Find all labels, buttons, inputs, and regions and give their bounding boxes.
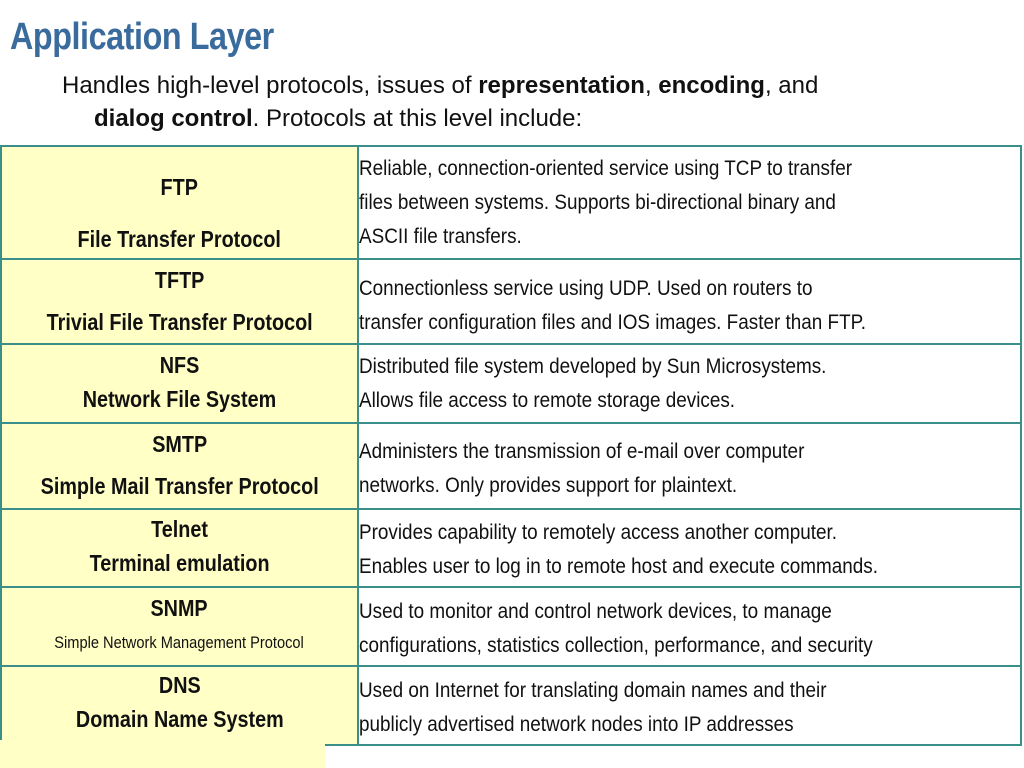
protocol-abbr: DNS	[158, 672, 201, 698]
protocol-desc-cell: Provides capability to remotely access a…	[357, 508, 1022, 588]
protocol-abbr: FTP	[160, 174, 199, 200]
protocol-desc-line: Administers the transmission of e-mail o…	[359, 440, 805, 463]
protocol-desc-line: configurations, statistics collection, p…	[359, 634, 873, 657]
protocol-name-block: DNS Domain Name System	[76, 670, 284, 734]
protocol-full-name: Domain Name System	[75, 706, 284, 732]
protocol-abbr: Telnet	[151, 516, 208, 542]
intro-part2: . Protocols at this level include:	[252, 105, 583, 132]
protocol-name-cell: TFTP Trivial File Transfer Protocol	[0, 258, 359, 345]
protocol-full-name: Simple Network Management Protocol	[54, 633, 305, 652]
protocol-name-block: FTP File Transfer Protocol	[78, 172, 281, 254]
protocol-abbr: NFS	[159, 352, 200, 378]
protocol-desc-line: Allows file access to remote storage dev…	[359, 389, 736, 412]
protocol-name-block: SNMP Simple Network Management Protocol	[55, 593, 304, 658]
table-row: Telnet Terminal emulation Provides capab…	[0, 508, 1022, 588]
protocol-full-name: Terminal emulation	[89, 550, 270, 576]
protocol-desc-cell: Used on Internet for translating domain …	[357, 665, 1022, 746]
protocol-name-cell: FTP File Transfer Protocol	[0, 145, 359, 260]
protocol-name-cell: DNS Domain Name System	[0, 665, 359, 746]
protocol-desc-line: Distributed file system developed by Sun…	[359, 355, 827, 378]
protocol-full-name: Simple Mail Transfer Protocol	[40, 473, 319, 499]
table-row: DNS Domain Name System Used on Internet …	[0, 665, 1022, 746]
protocol-desc-line: Provides capability to remotely access a…	[359, 521, 837, 544]
protocol-desc-cell: Connectionless service using UDP. Used o…	[357, 258, 1022, 345]
protocol-name-block: TFTP Trivial File Transfer Protocol	[46, 265, 312, 337]
protocol-desc-line: transfer configuration files and IOS ima…	[359, 311, 867, 334]
protocol-full-name: Network File System	[82, 386, 277, 412]
intro-bold-encoding: encoding	[658, 72, 765, 99]
protocol-abbr: SNMP	[150, 595, 209, 621]
protocol-name-block: NFS Network File System	[83, 350, 276, 414]
protocol-desc-line: files between systems. Supports bi-direc…	[359, 191, 836, 214]
protocol-name-block: SMTP Simple Mail Transfer Protocol	[40, 429, 318, 501]
protocol-desc-cell: Reliable, connection-oriented service us…	[357, 145, 1022, 260]
table-row: NFS Network File System Distributed file…	[0, 343, 1022, 424]
protocol-full-name: Trivial File Transfer Protocol	[46, 309, 313, 335]
protocol-desc-cell: Distributed file system developed by Sun…	[357, 343, 1022, 424]
protocol-desc-line: publicly advertised network nodes into I…	[359, 713, 794, 736]
intro-part1: Handles high-level protocols, issues of	[62, 72, 479, 99]
intro-bold-dialog-control: dialog control	[94, 105, 253, 132]
protocol-table: FTP File Transfer Protocol Reliable, con…	[0, 145, 1022, 746]
protocol-abbr: TFTP	[154, 267, 205, 293]
table-row: TFTP Trivial File Transfer Protocol Conn…	[0, 258, 1022, 345]
intro-sep1: ,	[644, 72, 659, 99]
intro-text: Handles high-level protocols, issues of …	[62, 69, 1002, 135]
protocol-desc-line: Enables user to log in to remote host an…	[359, 555, 879, 578]
protocol-desc-line: Used on Internet for translating domain …	[359, 679, 827, 702]
protocol-name-block: Telnet Terminal emulation	[90, 514, 270, 578]
protocol-abbr: SMTP	[152, 431, 207, 457]
protocol-desc-line: ASCII file transfers.	[359, 225, 522, 248]
protocol-name-cell: SMTP Simple Mail Transfer Protocol	[0, 422, 359, 510]
protocol-name-cell: SNMP Simple Network Management Protocol	[0, 586, 359, 667]
protocol-name-cell: Telnet Terminal emulation	[0, 508, 359, 588]
slide-title: Application Layer	[10, 16, 274, 58]
protocol-full-name: File Transfer Protocol	[77, 226, 282, 252]
protocol-desc-cell: Used to monitor and control network devi…	[357, 586, 1022, 667]
protocol-desc-line: Used to monitor and control network devi…	[359, 600, 832, 623]
protocol-desc-line: networks. Only provides support for plai…	[359, 474, 738, 497]
intro-line2: dialog control. Protocols at this level …	[62, 102, 1002, 135]
protocol-desc-line: Reliable, connection-oriented service us…	[359, 157, 853, 180]
decorative-bottom-strip	[0, 740, 325, 768]
intro-sep2: , and	[764, 72, 819, 99]
table-row: SMTP Simple Mail Transfer Protocol Admin…	[0, 422, 1022, 510]
protocol-desc-line: Connectionless service using UDP. Used o…	[359, 277, 813, 300]
table-row: SNMP Simple Network Management Protocol …	[0, 586, 1022, 667]
intro-bold-representation: representation	[478, 72, 645, 99]
protocol-name-cell: NFS Network File System	[0, 343, 359, 424]
protocol-desc-cell: Administers the transmission of e-mail o…	[357, 422, 1022, 510]
table-row: FTP File Transfer Protocol Reliable, con…	[0, 145, 1022, 260]
